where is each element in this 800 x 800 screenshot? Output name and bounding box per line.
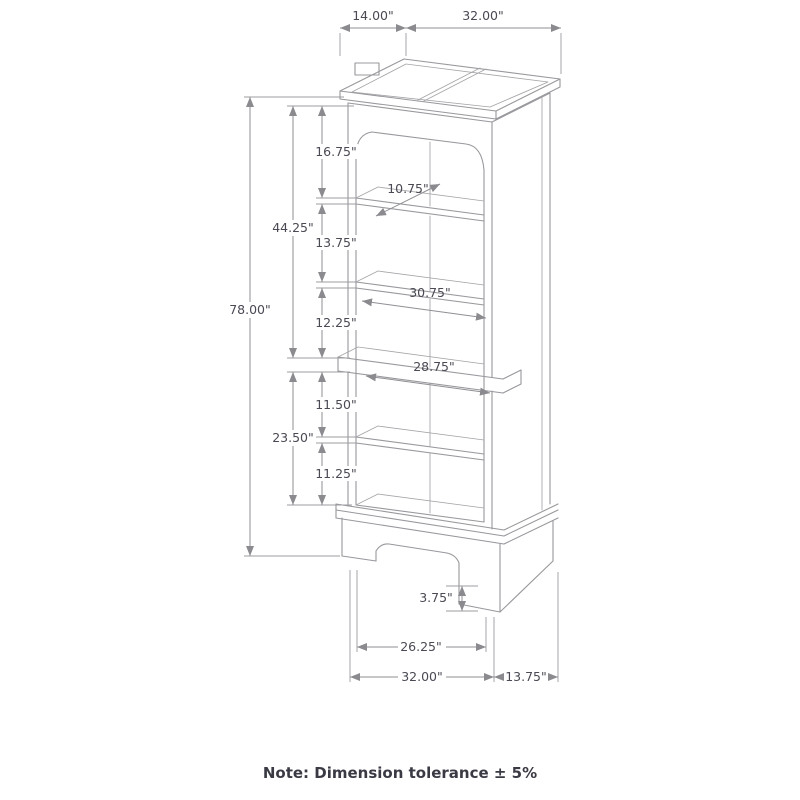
dim-label-opening-5: 11.25" [315,466,357,481]
dim-label-opening-1: 16.75" [315,144,357,159]
dim-interior-depth: 10.75" [375,181,441,217]
dim-label-base-front-width: 26.25" [400,639,442,654]
dim-interior-upper-width: 30.75" [361,285,487,321]
dim-opening-2: 13.75" [314,203,358,283]
dim-label-interior-upper-width: 30.75" [409,285,451,300]
top-panel [339,58,561,120]
dim-lower-section: 23.50" [269,371,352,506]
dim-label-bottom-depth: 13.75" [505,669,547,684]
side-panel [491,92,551,511]
dim-upper-section: 44.25" [269,105,354,359]
dim-label-opening-2: 13.75" [315,235,357,250]
dimension-annotations: 14.00" 32.00" 78.00" 44.25" 23.50" [226,8,562,684]
dim-opening-4: 11.50" [314,372,358,438]
dim-label-upper-section: 44.25" [272,220,314,235]
base [335,503,559,613]
dim-label-overall-height: 78.00" [229,302,271,317]
tolerance-note: Note: Dimension tolerance ± 5% [263,764,537,782]
dim-label-bottom-width: 32.00" [401,669,443,684]
dim-opening-3: 12.25" [314,287,358,358]
dim-bottom-width: 32.00" [349,570,495,684]
dim-label-opening-3: 12.25" [315,315,357,330]
dim-label-interior-lower-width: 28.75" [413,359,455,374]
shelves [355,141,485,523]
dim-base-front-width: 26.25" [356,570,487,654]
dim-label-top-width: 32.00" [462,8,504,23]
dim-label-top-depth: 14.00" [352,8,394,23]
dim-overall-height: 78.00" [226,96,344,557]
dim-opening-5: 11.25" [314,442,358,505]
dim-label-lower-section: 23.50" [272,430,314,445]
dim-interior-lower-width: 28.75" [365,359,491,396]
dim-bottom-depth: 13.75" [494,572,559,684]
arched-valance [355,131,485,171]
front-skirt-and-feet [341,517,501,613]
dim-top-depth: 14.00" [339,8,407,56]
dim-label-opening-4: 11.50" [315,397,357,412]
dim-foot-height: 3.75" [419,585,478,612]
dim-opening-1: 16.75" [314,106,358,199]
bookcase-drawing [335,58,561,613]
dim-top-width: 32.00" [406,8,562,74]
dim-label-foot-height: 3.75" [419,590,453,605]
dim-label-interior-depth: 10.75" [387,181,429,196]
